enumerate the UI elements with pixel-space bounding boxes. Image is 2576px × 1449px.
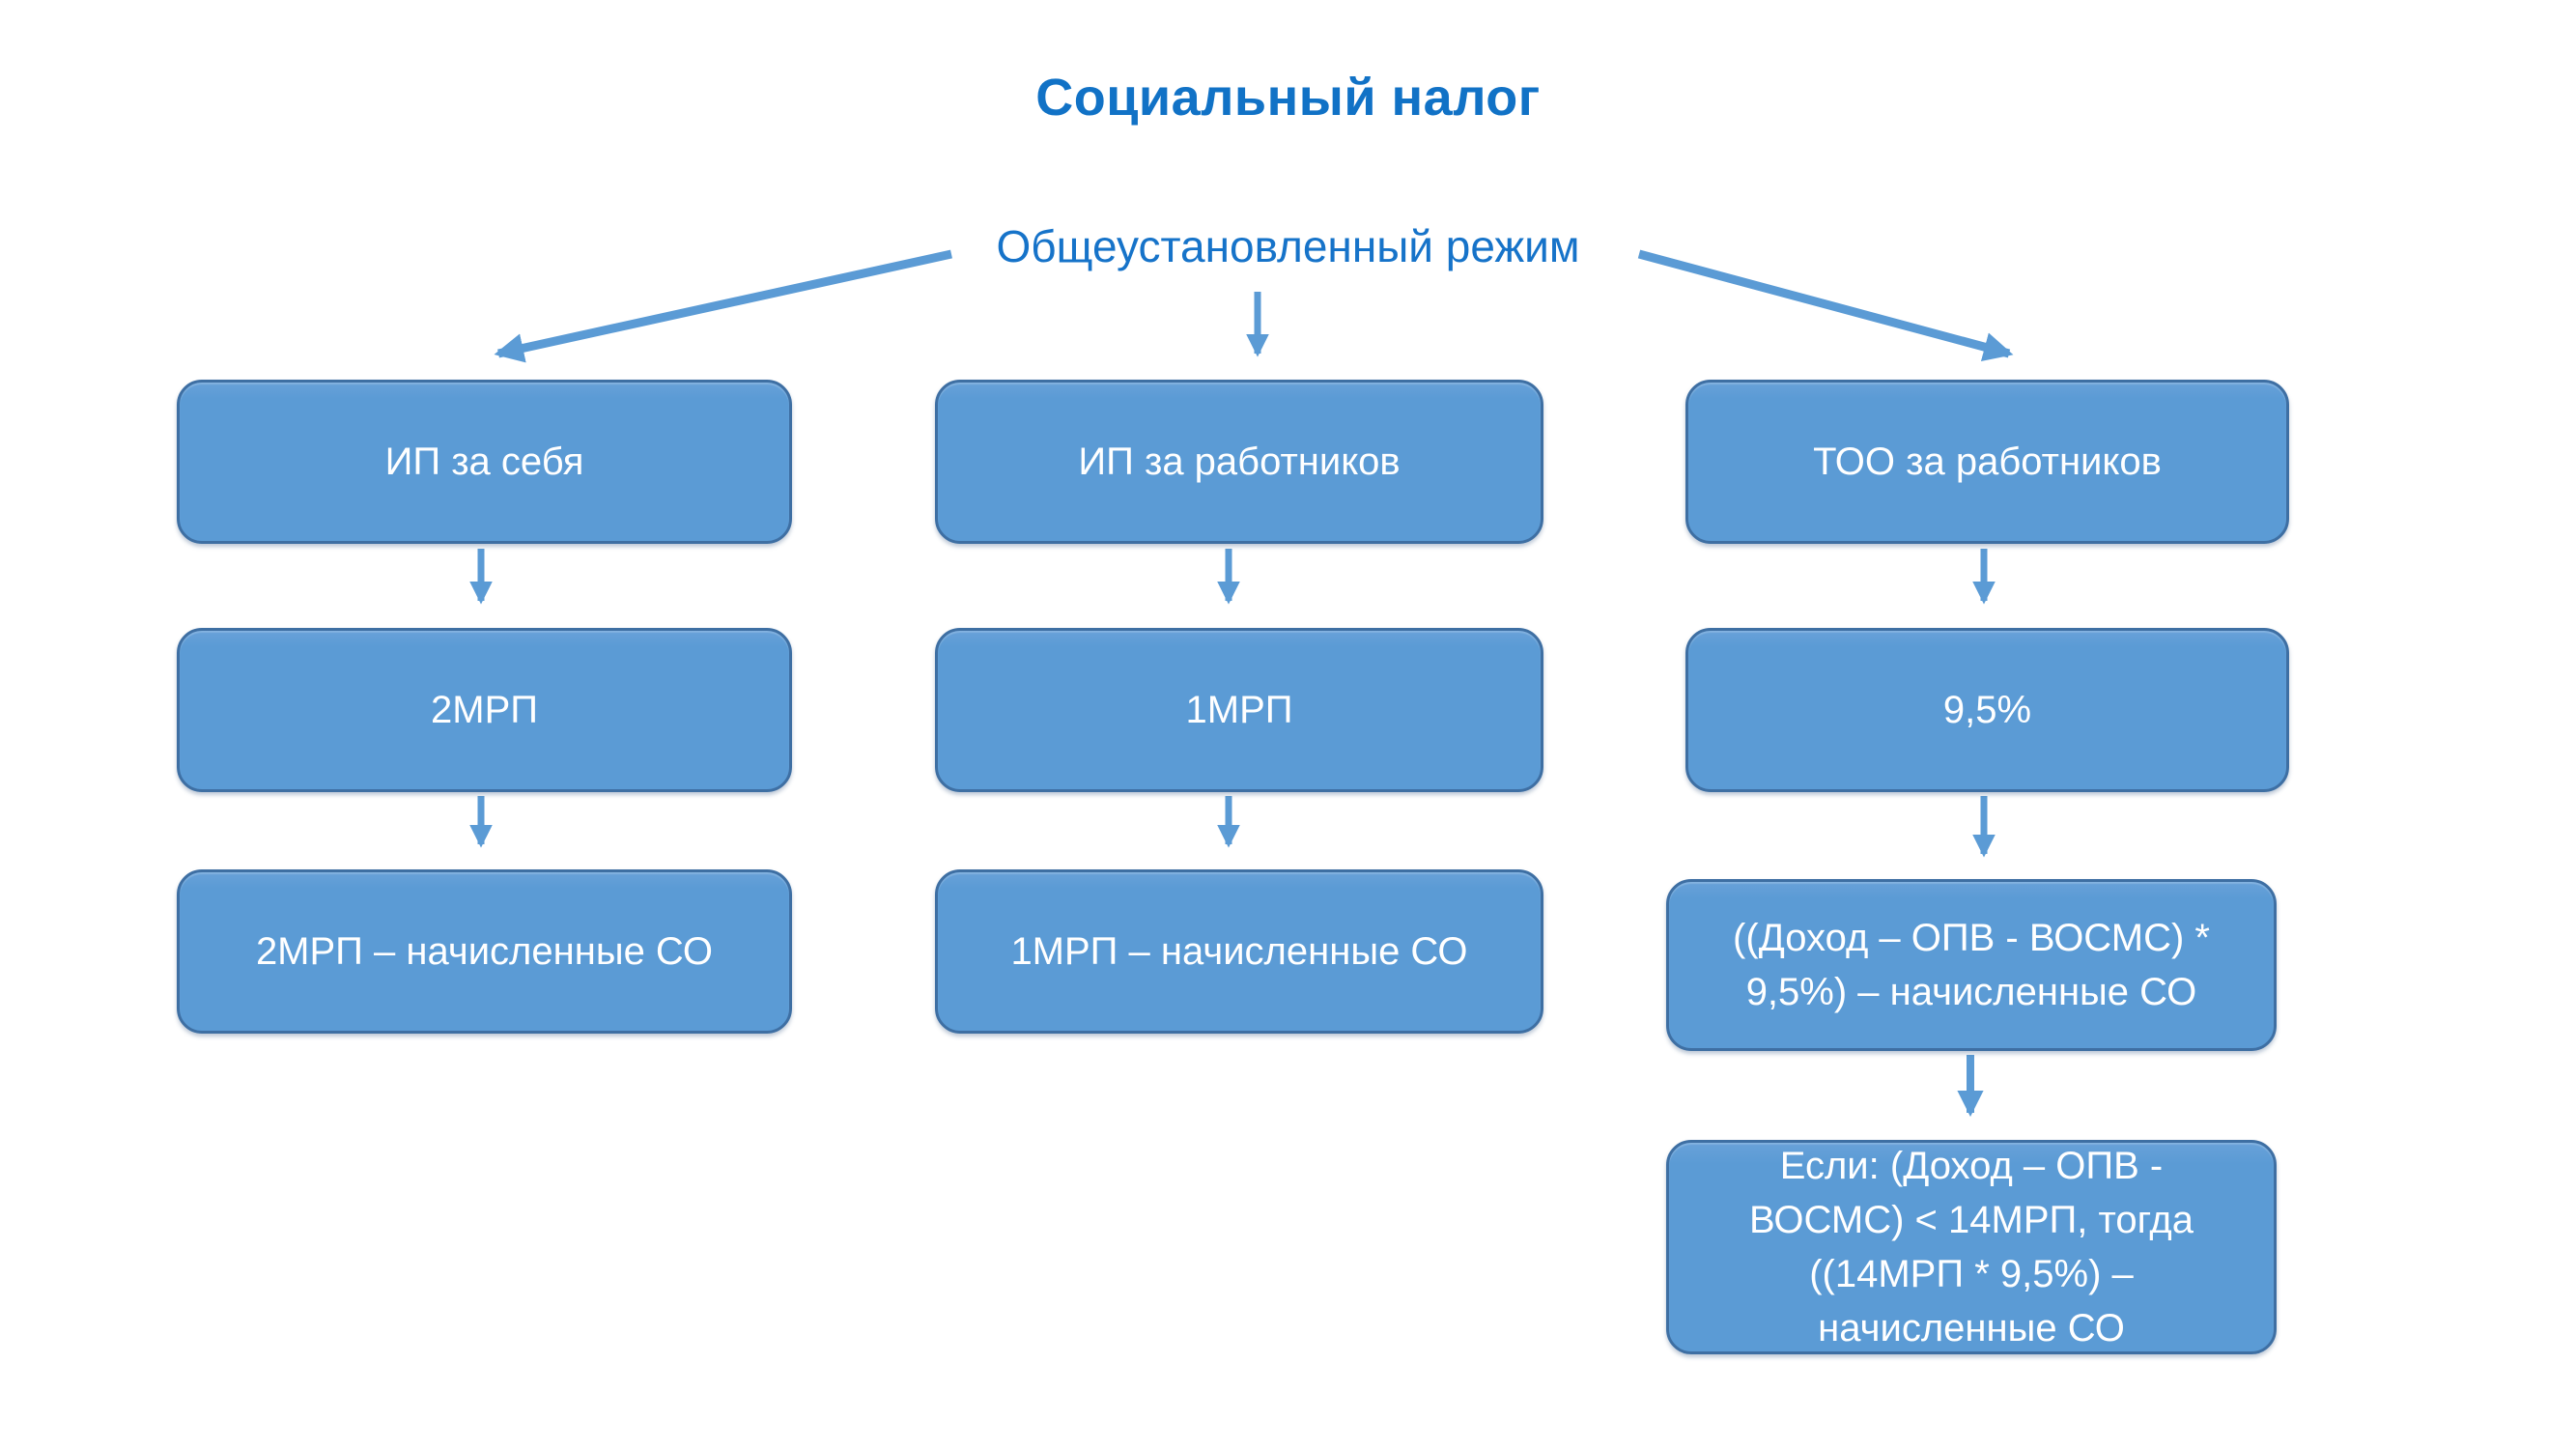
node-rate-9-5-percent: 9,5% [1685, 628, 2289, 792]
arrow-root-to-branch-right [1637, 249, 2014, 362]
node-too-za-rabotnikov: ТОО за работников [1685, 380, 2289, 544]
node-2mrp: 2МРП [177, 628, 792, 792]
node-ip-za-rabotnikov: ИП за работников [935, 380, 1543, 544]
node-if-condition-14mrp: Если: (Доход – ОПВ - ВОСМС) < 14МРП, тог… [1666, 1140, 2277, 1354]
node-1mrp-minus-so: 1МРП – начисленные СО [935, 869, 1543, 1034]
arrow-root-to-branch-left [494, 249, 952, 363]
page-title: Социальный налог [1035, 69, 1541, 127]
node-formula-so: ((Доход – ОПВ - ВОСМС) * 9,5%) – начисле… [1666, 879, 2277, 1051]
node-2mrp-minus-so: 2МРП – начисленные СО [177, 869, 792, 1034]
node-ip-za-sebya: ИП за себя [177, 380, 792, 544]
root-node-label: Общеустановленный режим [996, 221, 1580, 271]
node-1mrp: 1МРП [935, 628, 1543, 792]
